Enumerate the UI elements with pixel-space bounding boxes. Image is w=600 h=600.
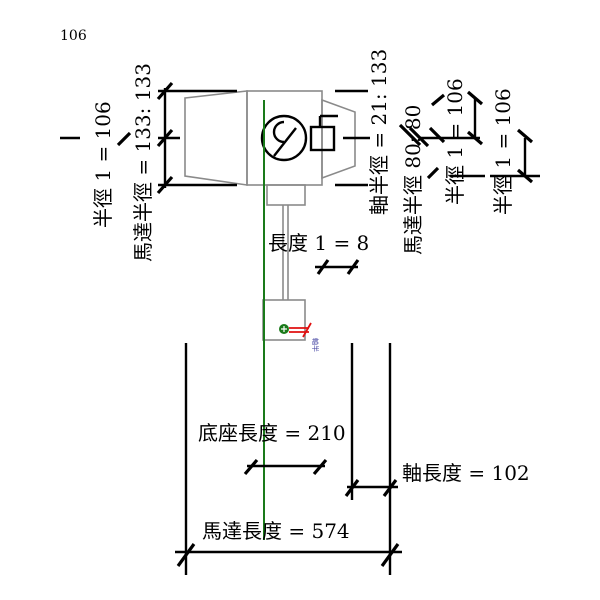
motor-length-label: 馬達長度 = 574 (202, 519, 350, 543)
terminal-box-icon (309, 114, 338, 152)
mid-radius1-label: 半徑 1 = 106 (443, 78, 467, 205)
rotation-symbol-icon (260, 114, 308, 162)
shaft-length-label: 軸長度 = 102 (402, 461, 530, 485)
length1-dimension (315, 259, 360, 275)
left-motor-radius-label: 馬達半徑 = 133: 133 (131, 63, 155, 262)
left-dimension-lines (60, 81, 237, 195)
bottom-dimension-lines (175, 343, 402, 575)
axis-marker-icon (279, 322, 312, 338)
left-radius1-label: 半徑 1 = 106 (91, 101, 115, 228)
base-length-label: 底座長度 = 210 (198, 421, 346, 445)
motor-body (184, 90, 356, 341)
right-dimension-lines (335, 89, 540, 187)
right-radius1-label: 半徑 1 = 106 (491, 88, 515, 215)
left-partial-label: 106 (60, 28, 87, 44)
motor-radius-right-label: 馬達半徑 80: 80 (401, 105, 425, 255)
small-label: 軸半 (311, 338, 320, 352)
length1-label: 長度 1 = 8 (268, 231, 369, 255)
shaft-radius-label: 軸半徑 = 21: 133 (367, 49, 391, 215)
